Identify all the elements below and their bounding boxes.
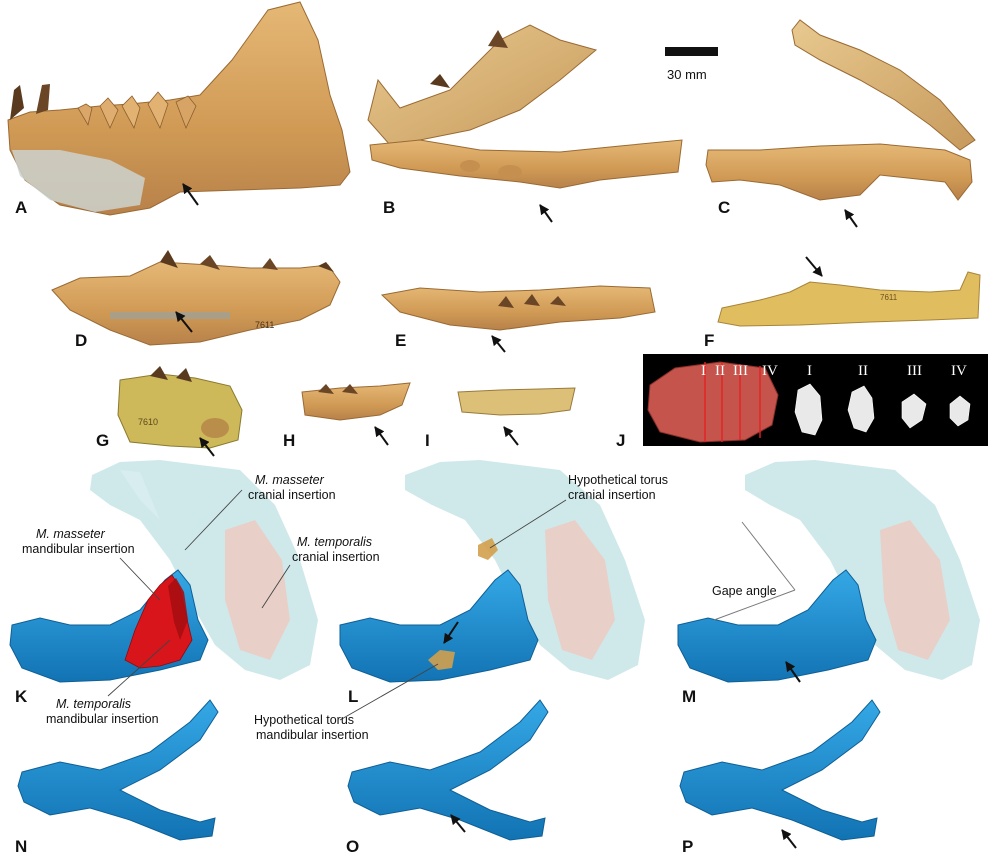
panel-o-3d-model-ventral [347, 699, 549, 841]
panel-g-arrow [199, 437, 215, 457]
panel-l-3d-model [339, 460, 645, 683]
ct-section-1 [794, 383, 823, 436]
panel-label-n: N [15, 837, 27, 856]
panel-l-arrow [443, 621, 459, 644]
panel-f-arrow [805, 256, 823, 277]
label-masseter-cranial: M. masseter [255, 473, 325, 487]
panel-label-g: G [96, 431, 109, 450]
gape-angle-line-lower [713, 589, 796, 621]
panel-b-mandible-oblique [367, 24, 683, 189]
panel-p-3d-model-ventral [679, 699, 881, 841]
panel-c-arrow [844, 209, 858, 228]
label-temporalis-cranial: M. temporalis [297, 535, 372, 549]
panel-j-ct-scan: I II III IV I II III IV [643, 354, 988, 446]
ct-line-label-3: III [733, 363, 748, 379]
label-masseter-cranial-rest: cranial insertion [248, 488, 336, 502]
label-masseter-mandibular: M. masseter [36, 527, 106, 541]
panel-o-arrow [450, 814, 466, 833]
ct-section-label-2: II [858, 363, 868, 379]
panel-a-arrow [182, 183, 199, 206]
panel-d-hemimandible: 7611 [51, 250, 341, 346]
ct-line-label-2: II [715, 363, 725, 379]
panel-b-arrow [539, 204, 553, 223]
panel-label-p: P [682, 837, 693, 856]
panel-label-e: E [395, 331, 406, 350]
panel-m-3d-model [677, 460, 980, 683]
panel-h-fragment [301, 382, 411, 421]
leader-temporalis-mandibular [107, 639, 171, 697]
panel-l-torus-mandibular [428, 650, 455, 670]
panel-p-arrow [781, 829, 797, 849]
leader-masseter-cranial [184, 489, 243, 551]
ct-section-label-4: IV [951, 363, 967, 379]
ct-section-3 [901, 393, 927, 429]
panel-label-k: K [15, 687, 28, 706]
panel-j-3d-model [647, 361, 779, 443]
panel-g-specimen-number: 7610 [138, 417, 158, 427]
label-torus-mandibular-rest: mandibular insertion [256, 728, 369, 742]
panel-label-l: L [348, 687, 358, 706]
panel-label-i: I [425, 431, 430, 450]
panel-i-fragment [457, 387, 576, 416]
ct-line-label-1: I [701, 363, 706, 379]
panel-label-o: O [346, 837, 359, 856]
panel-e-arrow [491, 335, 506, 353]
leader-masseter-mandibular [119, 557, 161, 601]
panel-label-h: H [283, 431, 295, 450]
leader-torus-mandibular [339, 663, 439, 721]
panel-d-specimen-number: 7611 [255, 320, 274, 330]
ct-section-label-3: III [907, 363, 922, 379]
panel-l-torus-cranial [478, 538, 498, 560]
ct-section-label-1: I [807, 363, 812, 379]
panel-c-mandible-dorsal [705, 19, 976, 201]
scale-bar-line [665, 47, 718, 56]
gape-angle-line-upper [741, 521, 796, 591]
panel-label-a: A [15, 198, 27, 217]
panel-i-arrow [503, 426, 519, 446]
label-masseter-mandibular-rest: mandibular insertion [22, 542, 135, 556]
scale-bar: 30 mm [665, 47, 718, 82]
leader-torus-cranial [489, 499, 567, 549]
label-torus-mandibular: Hypothetical torus [254, 713, 354, 727]
label-gape-angle: Gape angle [712, 584, 777, 598]
panel-h-arrow [374, 426, 389, 446]
panel-label-j: J [616, 431, 625, 450]
panel-label-c: C [718, 198, 730, 217]
panel-k-temporalis-insertion [168, 578, 188, 640]
scale-bar-label: 30 mm [667, 67, 707, 82]
panel-label-b: B [383, 198, 395, 217]
panel-f-specimen-number: 7611 [880, 293, 898, 302]
ct-section-2 [847, 385, 875, 433]
panel-e-hemimandible-occlusal [380, 285, 656, 331]
panel-label-d: D [75, 331, 87, 350]
label-temporalis-cranial-rest: cranial insertion [292, 550, 380, 564]
label-temporalis-mandibular-rest: mandibular insertion [46, 712, 159, 726]
panel-m-arrow [785, 661, 801, 683]
label-torus-cranial: Hypothetical torus [568, 473, 668, 487]
leader-temporalis-cranial [261, 564, 291, 609]
ct-section-4 [949, 395, 971, 427]
ct-line-label-4: IV [762, 363, 778, 379]
panel-a-mandible-lateral [7, 1, 351, 216]
panel-g-fragment: 7610 [117, 366, 243, 449]
panel-n-3d-model-ventral [17, 699, 219, 841]
panel-d-arrow [175, 311, 193, 333]
panel-label-f: F [704, 331, 714, 350]
panel-f-hemimandible-medial: 7611 [717, 271, 981, 327]
panel-label-m: M [682, 687, 696, 706]
label-temporalis-mandibular: M. temporalis [56, 697, 131, 711]
label-torus-cranial-rest: cranial insertion [568, 488, 656, 502]
